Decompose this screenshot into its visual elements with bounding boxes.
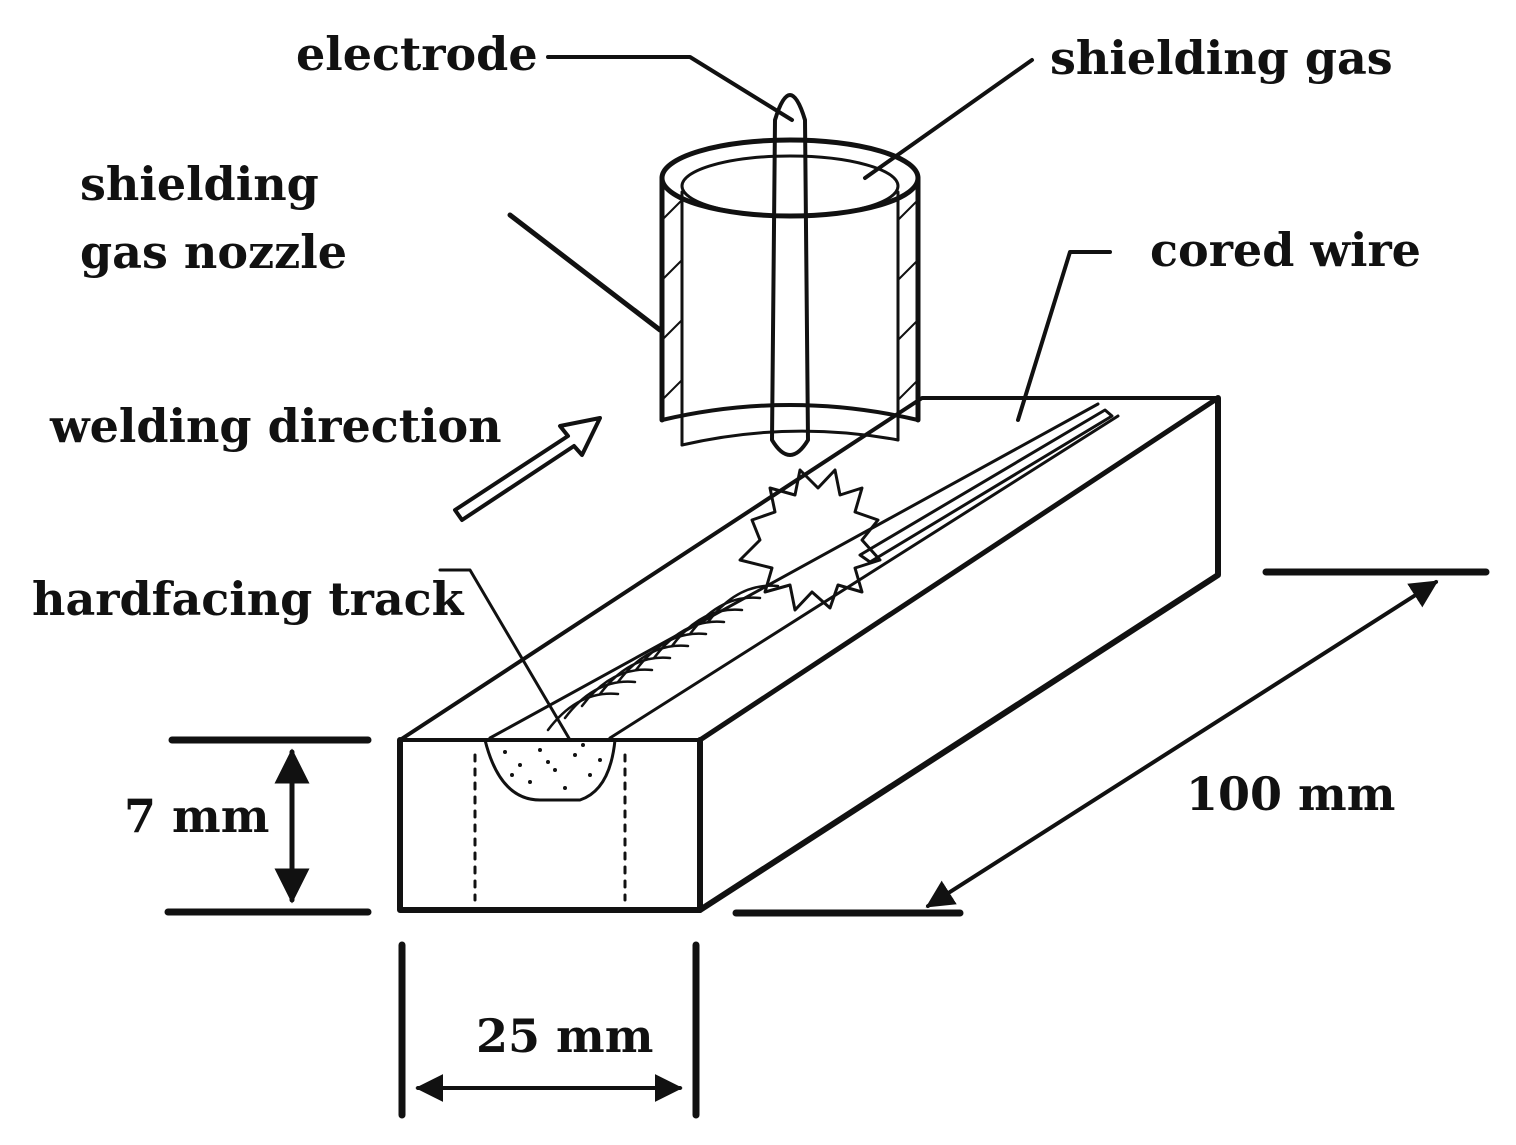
width-dimension-label: 25 mm <box>476 1009 654 1063</box>
welding-direction-label: welding direction <box>50 399 502 453</box>
shielding-gas-label: shielding gas <box>1050 31 1393 85</box>
leader-lines <box>438 55 1112 742</box>
dimension-width <box>398 941 700 1119</box>
workpiece-block <box>397 395 1221 913</box>
electrode-label: electrode <box>296 27 538 81</box>
hardfacing-track <box>473 402 1120 902</box>
length-dimension-label: 100 mm <box>1186 767 1396 821</box>
cored-wire-label: cored wire <box>1150 223 1421 277</box>
welding-direction-arrow <box>453 416 602 522</box>
dimension-height <box>164 736 372 916</box>
dimension-length <box>732 568 1490 917</box>
shielding-gas-nozzle-label-line2: gas nozzle <box>80 225 347 279</box>
welding-arc <box>738 468 882 612</box>
shielding-gas-nozzle-label-line1: shielding <box>80 157 319 211</box>
shielding-gas-nozzle <box>659 137 921 447</box>
electrode <box>770 93 810 457</box>
hardfacing-track-label: hardfacing track <box>32 572 464 626</box>
height-dimension-label: 7 mm <box>124 789 270 843</box>
